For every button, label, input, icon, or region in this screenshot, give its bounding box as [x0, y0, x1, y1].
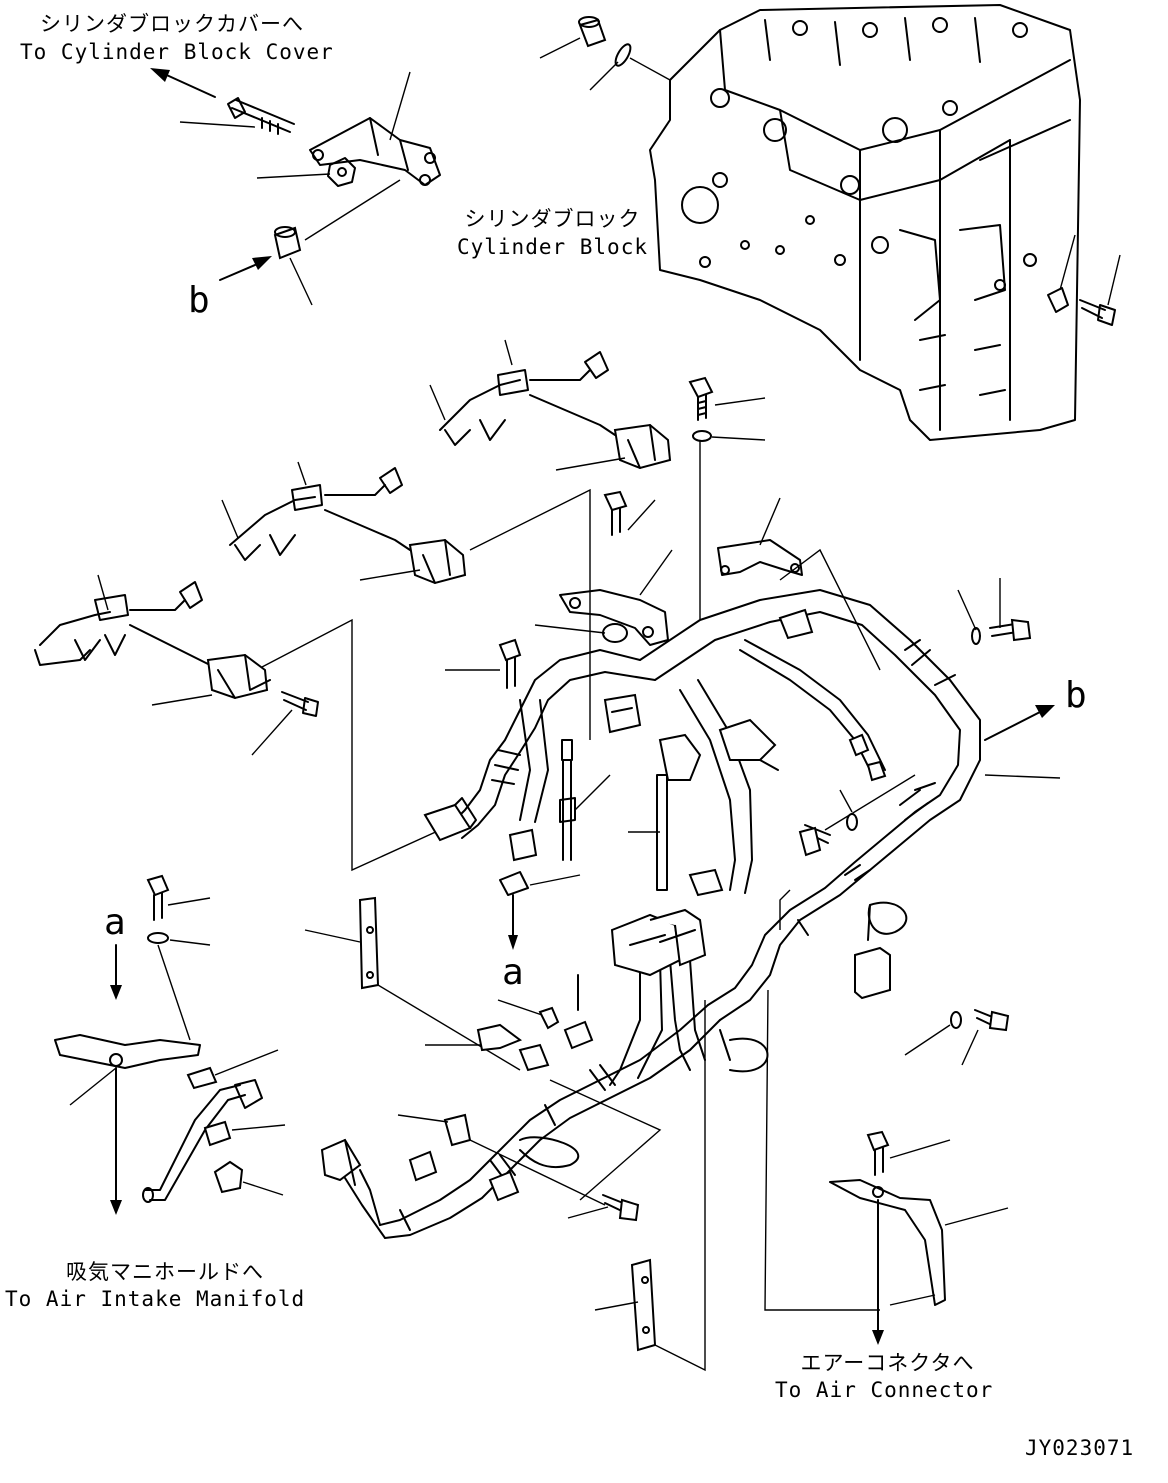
lower-brackets: [304, 889, 1010, 1372]
manifold-bracket-assembly: [54, 874, 286, 1215]
sensor-harness-1: [429, 339, 672, 471]
leader-lines: [261, 440, 881, 872]
marker-b-top: b: [188, 280, 210, 321]
air-intake-manifold-label-en: To Air Intake Manifold: [5, 1287, 306, 1311]
drawing-number: JY023071: [1025, 1436, 1135, 1460]
marker-b-right: b: [1065, 675, 1087, 716]
bolt-washer-top: [603, 376, 803, 576]
sensor-harness-3: [34, 574, 319, 756]
marker-a-left: a: [104, 902, 126, 943]
cylinder-block: [649, 4, 1121, 441]
cylinder-cover-bracket-assembly: [150, 68, 441, 306]
harness-connectors: [320, 608, 891, 1202]
air-intake-manifold-label-jp: 吸気マニホールドへ: [66, 1260, 264, 1284]
air-connector-label-en: To Air Connector: [775, 1378, 994, 1402]
marker-a-center: a: [502, 952, 524, 993]
cylinder-block-label-en: Cylinder Block: [456, 235, 648, 259]
middle-hardware: [445, 549, 1061, 950]
cylinder-block-cover-label-en: To Cylinder Block Cover: [20, 40, 334, 64]
main-harness: [344, 589, 981, 1239]
cylinder-block-label-jp: シリンダブロック: [464, 207, 641, 231]
air-connector-label-jp: エアーコネクタへ: [800, 1351, 975, 1375]
cylinder-block-cover-label-jp: シリンダブロックカバーへ: [40, 12, 304, 36]
sensor-harness-2: [221, 461, 467, 585]
plug-and-o-ring: [539, 16, 671, 91]
